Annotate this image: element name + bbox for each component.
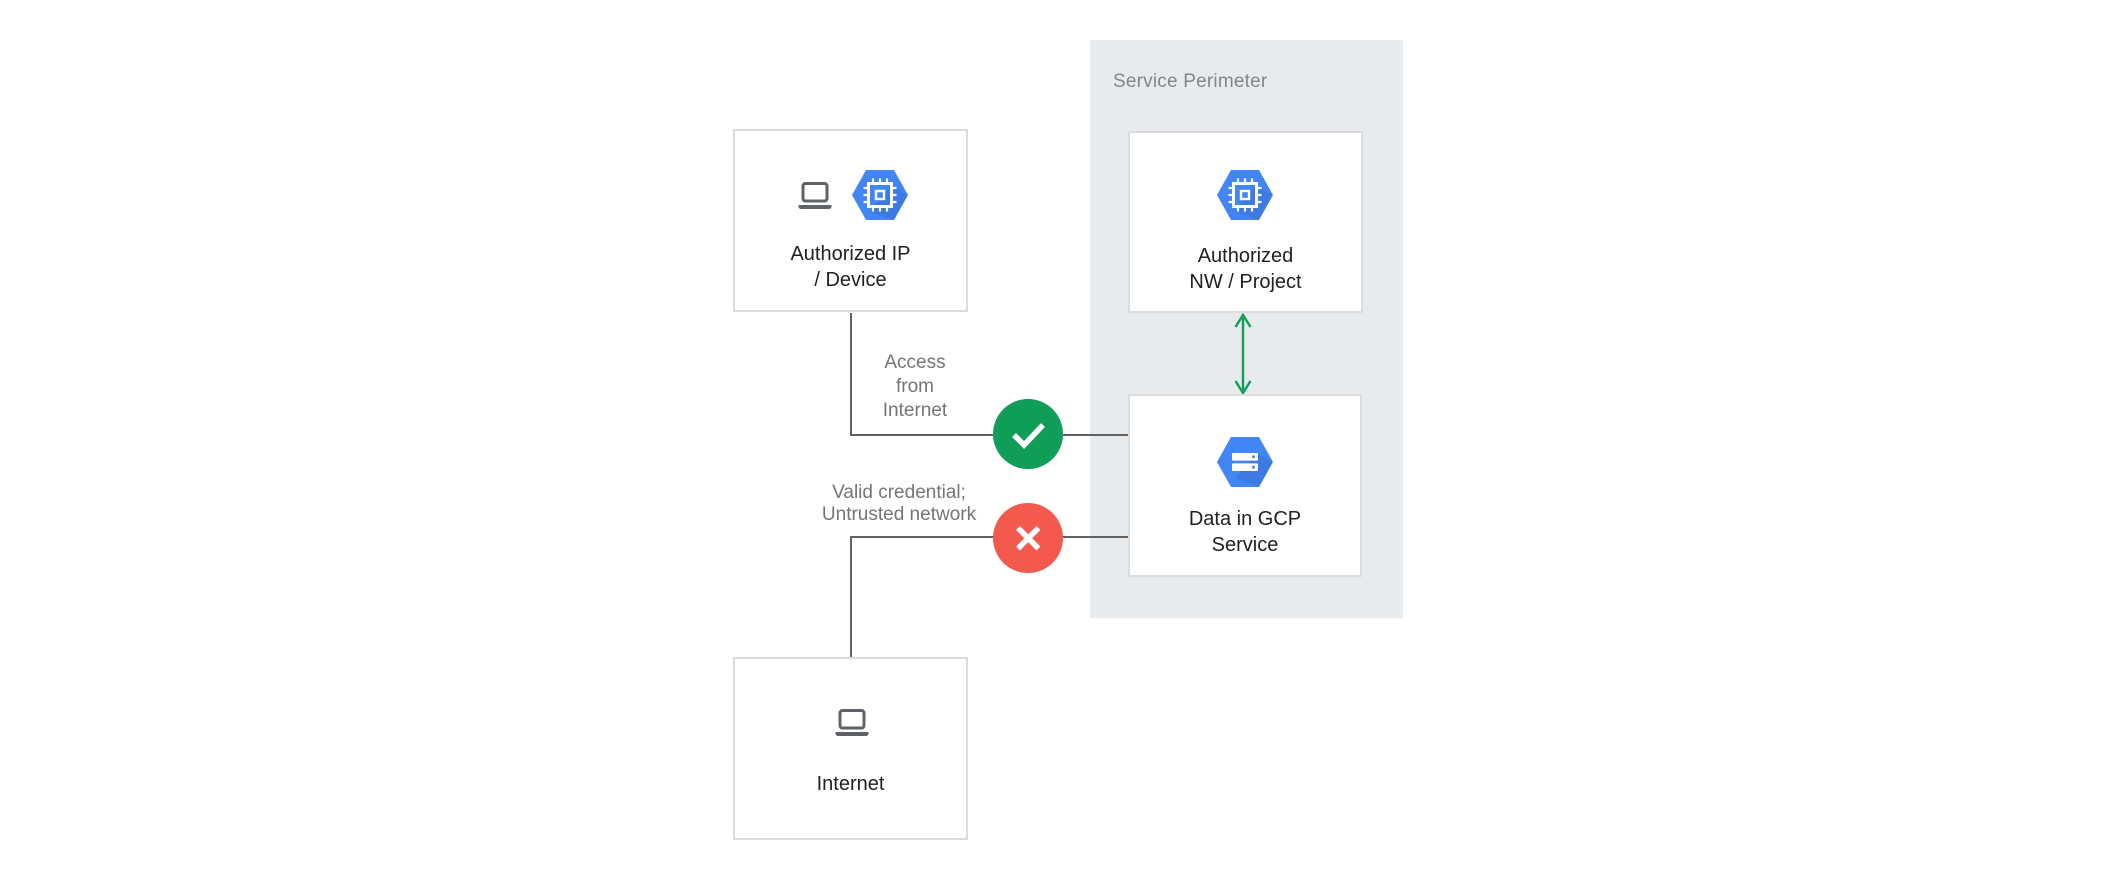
node-label: Authorized NW / Project	[1189, 245, 1302, 293]
edge-label-valid-credential: Valid credential; Untrusted network	[821, 482, 977, 525]
node-label: Authorized IP / Device	[790, 243, 911, 291]
node-label: Internet	[816, 773, 885, 795]
node-data-in-gcp-service: Data in GCP Service	[1128, 394, 1362, 577]
laptop-icon	[835, 709, 869, 736]
cross-icon	[1016, 526, 1041, 551]
gcp-compute-hexagon-icon	[852, 170, 908, 220]
edge-label-access-from-internet: Access from Internet	[882, 352, 948, 421]
status-badge-allowed	[993, 399, 1063, 469]
check-icon	[1012, 423, 1045, 449]
edge-valid-credential-line	[850, 536, 1128, 657]
service-perimeter-label: Service Perimeter	[1113, 71, 1268, 92]
node-authorized-nw-project: Authorized NW / Project	[1128, 131, 1363, 313]
node-label: Data in GCP Service	[1188, 508, 1302, 556]
node-internet: Internet	[733, 657, 968, 840]
laptop-icon	[798, 182, 832, 209]
gcp-storage-hexagon-icon	[1217, 437, 1273, 487]
gcp-compute-hexagon-icon	[1217, 170, 1273, 220]
node-authorized-ip-device: Authorized IP / Device	[733, 129, 968, 312]
status-badge-denied	[993, 503, 1063, 573]
